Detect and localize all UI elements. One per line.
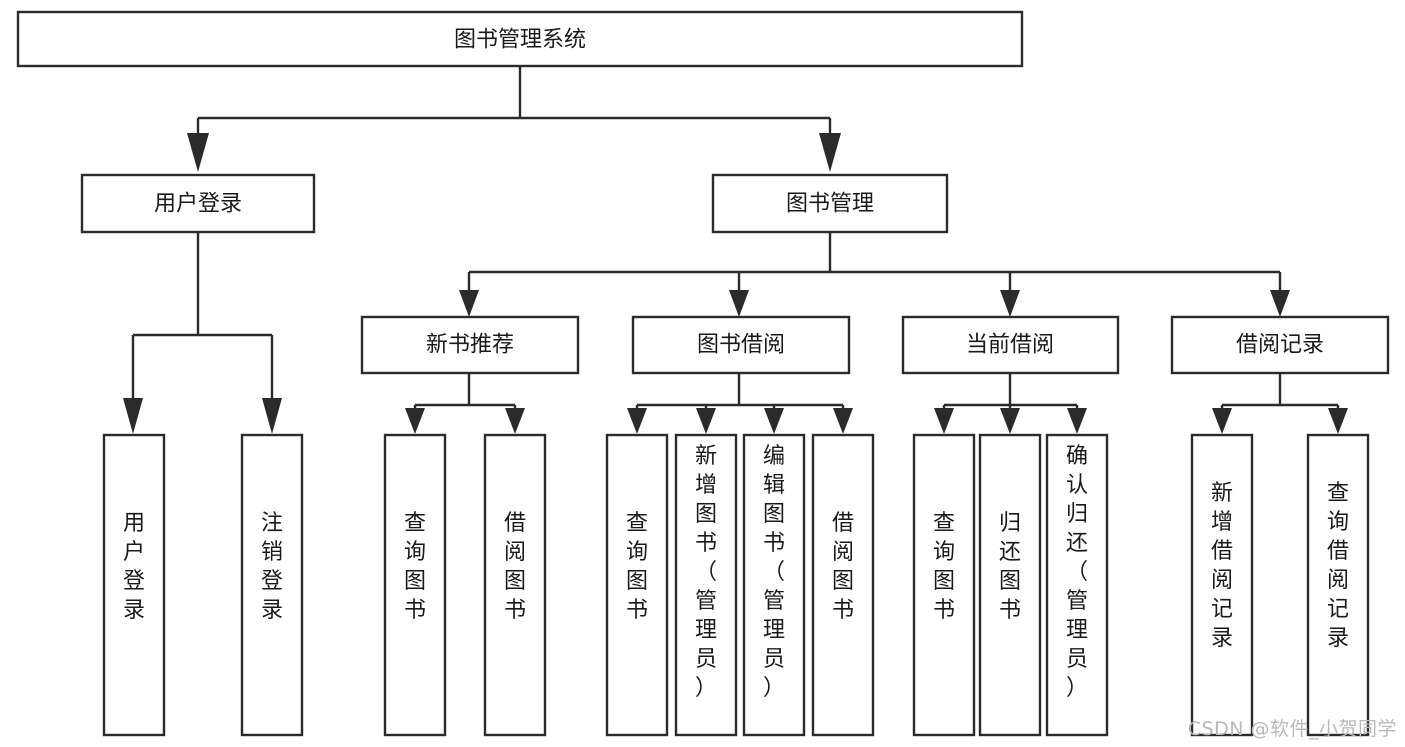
leaf-bb-query-book[interactable]: 查询图书 [605,433,669,737]
node-book-borrow-box[interactable] [631,315,851,375]
node-book-management-label: 图书管理 [786,192,874,217]
arrowhead-cb-query [934,408,954,434]
leaf-nb-borrow-book-label: 借阅图书 [504,511,526,623]
node-book-borrow-label: 图书借阅 [697,333,785,358]
leaf-bb-query-book-box[interactable] [605,433,669,737]
arrowhead-cb-return [1000,408,1020,434]
leaf-cb-query-book[interactable]: 查询图书 [912,433,976,737]
leaf-logout[interactable]: 注销登录 [240,433,304,737]
leaf-bb-add-book-box[interactable] [674,433,738,737]
arrowhead-new-book [459,290,479,317]
arrowhead-br-query [1328,408,1348,434]
leaf-br-query-record-box[interactable] [1306,433,1370,737]
node-current-borrow-box[interactable] [901,315,1120,375]
node-user-login-label: 用户登录 [154,192,242,217]
leaf-user-login-label: 用户登录 [123,511,145,623]
node-book-management-box[interactable] [711,173,949,234]
leaf-bb-edit-book-label: 编辑图书（管理员） [763,444,785,701]
node-book-management[interactable]: 图书管理 [711,173,949,234]
leaf-cb-return-book[interactable]: 归还图书 [978,433,1042,737]
node-borrow-record-label: 借阅记录 [1236,333,1324,358]
leaf-br-add-record[interactable]: 新增借阅记录 [1190,433,1254,737]
leaf-br-query-record[interactable]: 查询借阅记录 [1306,433,1370,737]
leaf-bb-borrow-book-label: 借阅图书 [832,511,854,623]
arrowhead-bb-add [696,408,716,434]
leaf-bb-borrow-book-box[interactable] [811,433,875,737]
leaf-bb-query-book-label: 查询图书 [626,511,648,623]
node-borrow-record-box[interactable] [1170,315,1390,375]
arrowhead-bb-edit [764,408,784,434]
node-new-book-recommend-box[interactable] [360,315,580,375]
node-root-box[interactable] [16,10,1024,68]
node-root[interactable]: 图书管理系统 [16,10,1024,68]
arrowhead-bb-query [627,408,647,434]
leaf-cb-return-book-label: 归还图书 [999,511,1021,623]
leaf-nb-borrow-book[interactable]: 借阅图书 [483,433,547,737]
arrowhead-book-borrow [729,290,749,317]
leaf-cb-confirm-return-box[interactable] [1045,433,1109,737]
node-borrow-record[interactable]: 借阅记录 [1170,315,1390,375]
node-new-book-recommend-label: 新书推荐 [426,333,514,358]
leaf-user-login[interactable]: 用户登录 [102,433,166,737]
arrowhead-bb-borrow [833,408,853,434]
leaf-nb-query-book-box[interactable] [383,433,447,737]
leaf-logout-label: 注销登录 [261,511,283,623]
leaf-logout-box[interactable] [240,433,304,737]
leaf-cb-query-book-label: 查询图书 [933,511,955,623]
leaf-br-add-record-box[interactable] [1190,433,1254,737]
arrowhead-nb-query [405,408,425,434]
arrowhead-leaf-logout [262,398,282,434]
leaf-bb-add-book[interactable]: 新增图书（管理员） [674,433,738,737]
leaf-nb-query-book[interactable]: 查询图书 [383,433,447,737]
leaf-bb-edit-book[interactable]: 编辑图书（管理员） [742,433,806,737]
leaf-br-add-record-label: 新增借阅记录 [1211,481,1233,651]
arrowhead-current-borrow [1000,290,1020,317]
leaf-cb-query-book-box[interactable] [912,433,976,737]
leaf-bb-add-book-label: 新增图书（管理员） [695,444,717,701]
leaf-bb-borrow-book[interactable]: 借阅图书 [811,433,875,737]
arrowhead-nb-borrow [505,408,525,434]
arrowhead-user-login [187,133,209,172]
node-book-borrow[interactable]: 图书借阅 [631,315,851,375]
leaf-user-login-box[interactable] [102,433,166,737]
node-current-borrow[interactable]: 当前借阅 [901,315,1120,375]
node-current-borrow-label: 当前借阅 [966,333,1054,358]
leaf-bb-edit-book-box[interactable] [742,433,806,737]
leaf-cb-return-book-box[interactable] [978,433,1042,737]
leaf-nb-borrow-book-box[interactable] [483,433,547,737]
leaf-br-query-record-label: 查询借阅记录 [1327,481,1349,651]
node-user-login[interactable]: 用户登录 [80,173,316,234]
node-root-label: 图书管理系统 [454,28,586,53]
leaf-cb-confirm-return-label: 确认归还（管理员） [1066,444,1088,701]
connector-layer [123,66,1348,434]
leaf-cb-confirm-return[interactable]: 确认归还（管理员） [1045,433,1109,737]
arrowhead-leaf-user-login [123,398,143,434]
node-user-login-box[interactable] [80,173,316,234]
node-new-book-recommend[interactable]: 新书推荐 [360,315,580,375]
arrowhead-book-mgmt [819,133,841,172]
arrowhead-br-add [1212,408,1232,434]
leaf-nb-query-book-label: 查询图书 [404,511,426,623]
arrowhead-borrow-record [1270,290,1290,317]
arrowhead-cb-confirm [1067,408,1087,434]
